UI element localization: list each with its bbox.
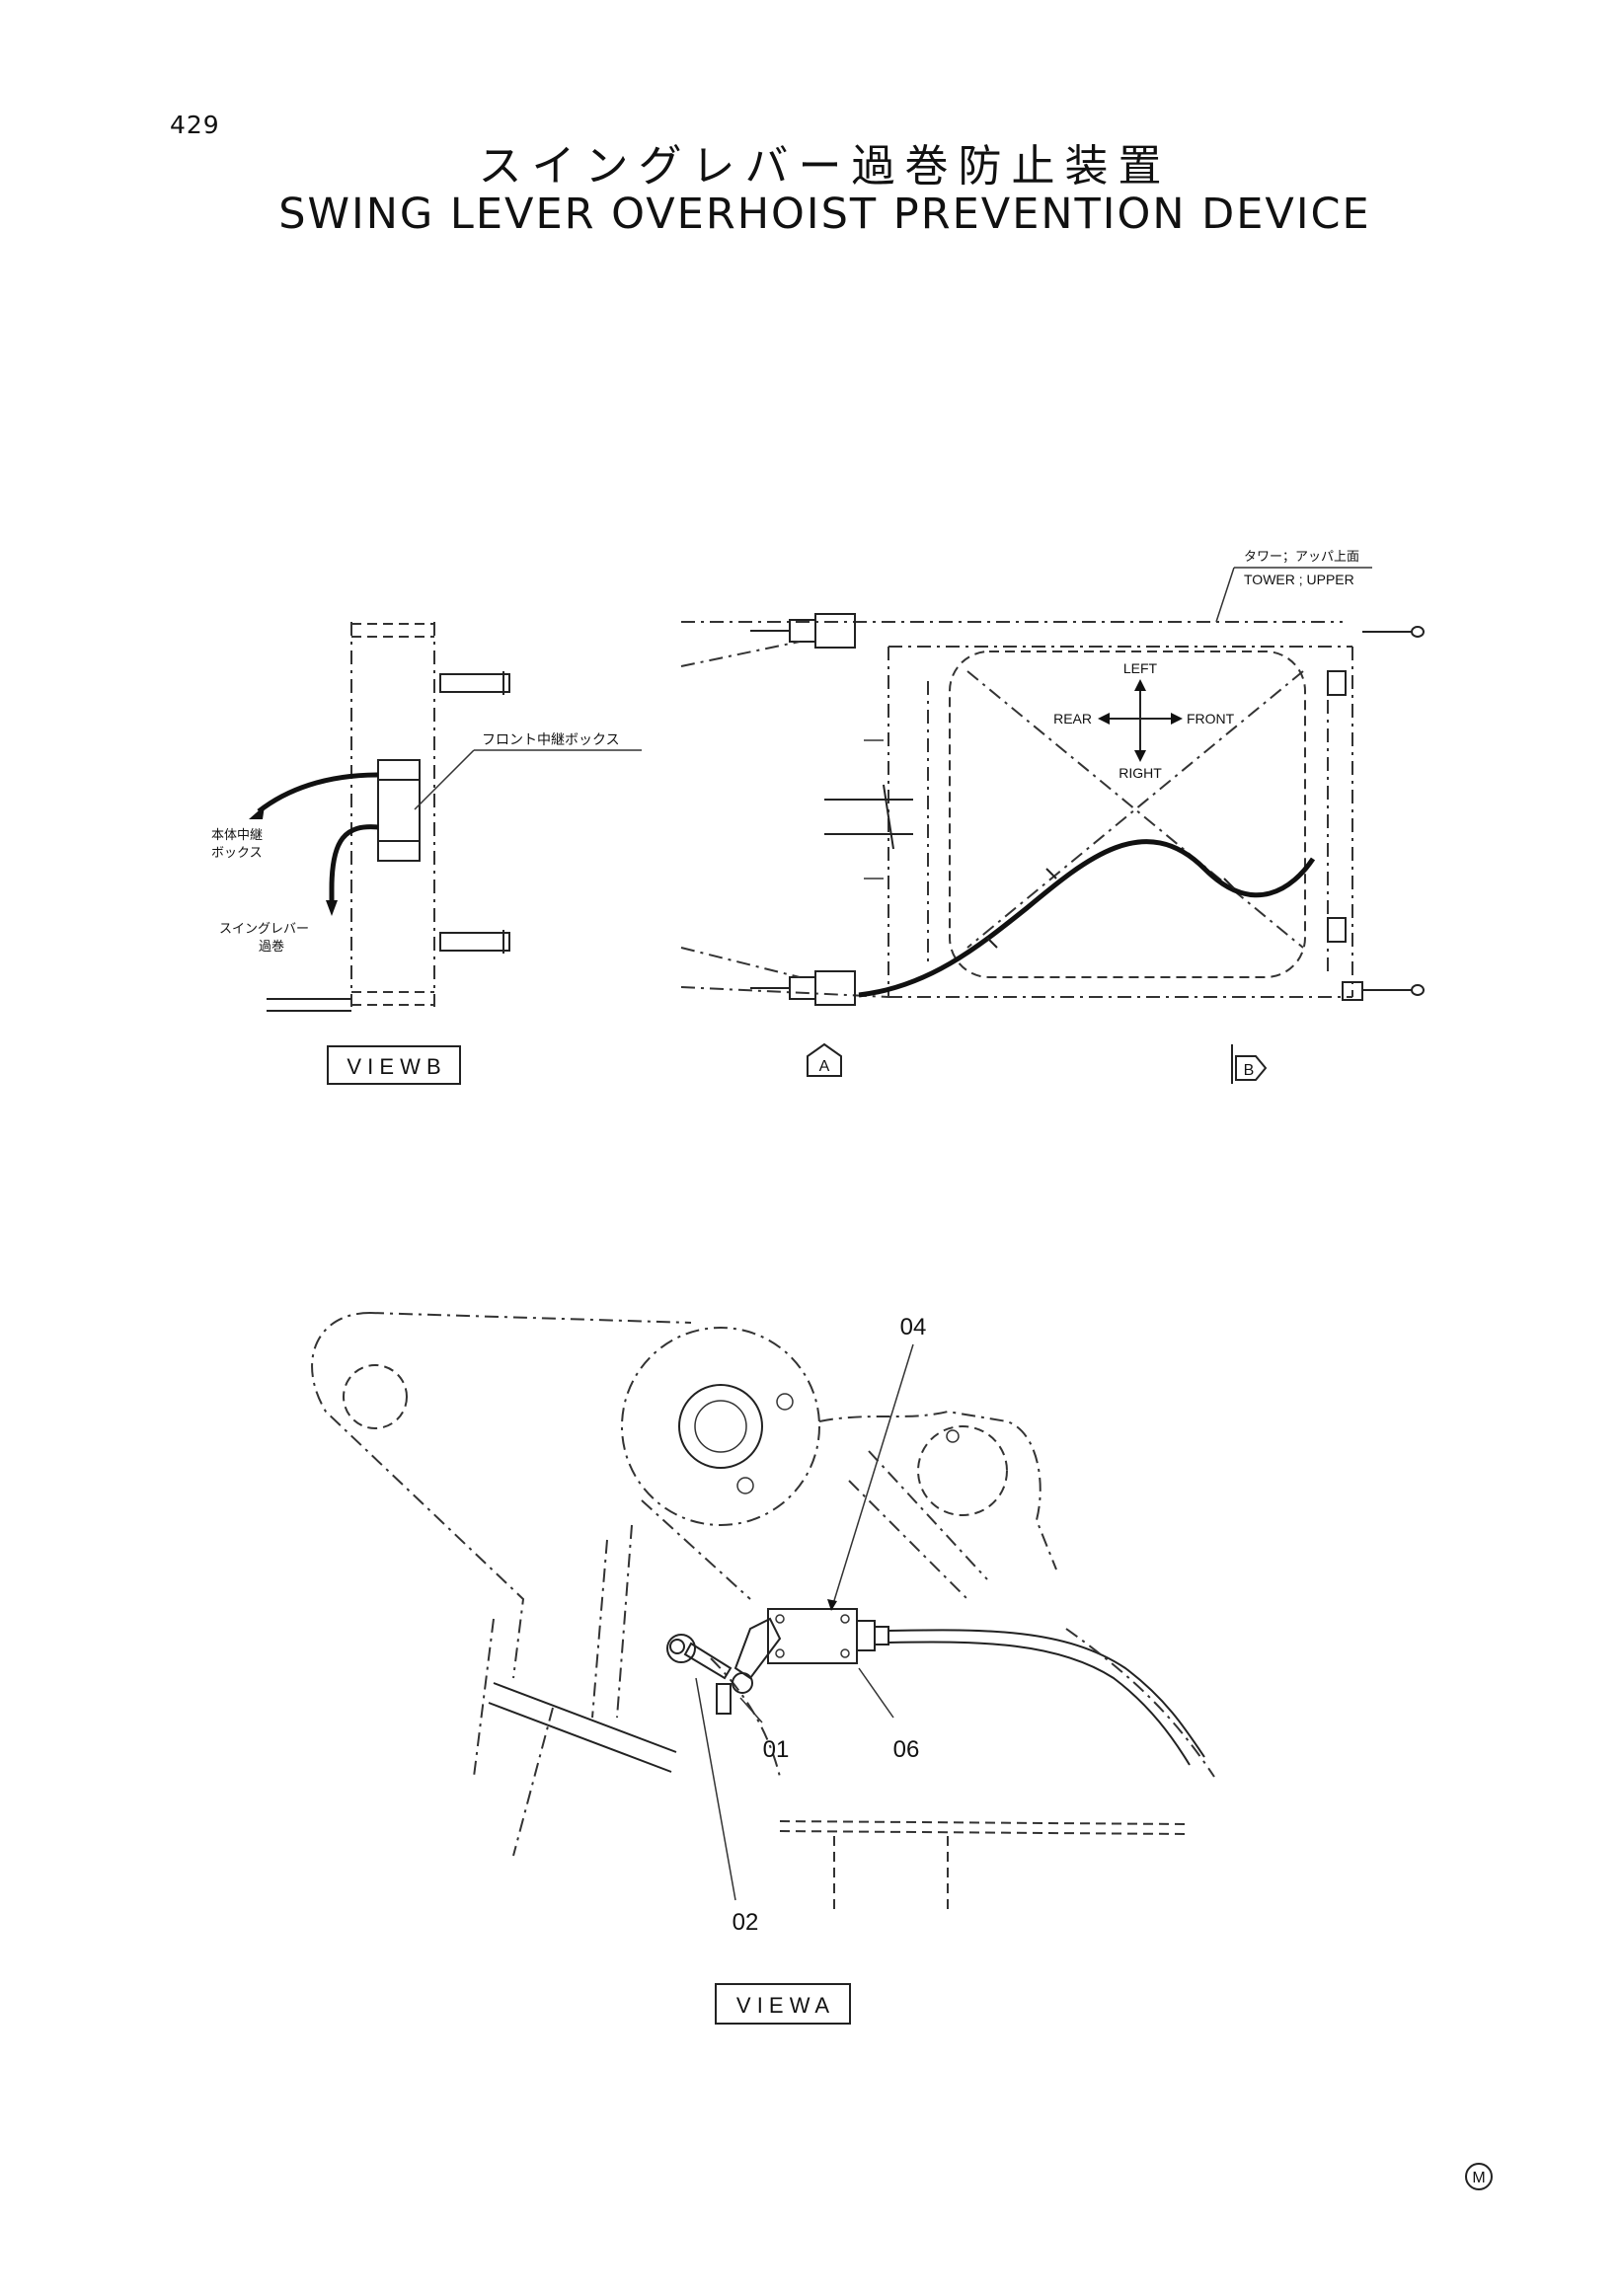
direction-rear-label: REAR xyxy=(1053,711,1092,727)
view-a-label-box xyxy=(715,1983,851,2025)
view-b-arrow-marker xyxy=(1231,1044,1268,1084)
page-title-english: SWING LEVER OVERHOIST PREVENTION DEVICE xyxy=(278,190,1371,239)
footer-mark-letter: M xyxy=(1472,2170,1485,2186)
view-a-label: V I E W A xyxy=(736,1993,829,2018)
direction-left-label: LEFT xyxy=(1123,660,1158,676)
view-a-marker-letter: A xyxy=(819,1058,830,1075)
view-a-arrow-marker xyxy=(807,1042,842,1077)
part-01-label: 01 xyxy=(763,1736,790,1763)
view-b-marker-letter: B xyxy=(1244,1062,1255,1079)
view-b-drawing xyxy=(249,622,642,1012)
direction-front-label: FRONT xyxy=(1187,711,1235,727)
view-b-label-box xyxy=(327,1045,461,1085)
callout-swing-lever-line1: スイングレバー xyxy=(219,922,309,937)
tower-label-japanese: タワー；アッパ上面 xyxy=(1244,550,1359,565)
direction-right-label: RIGHT xyxy=(1119,765,1162,781)
part-06-label: 06 xyxy=(893,1736,920,1763)
view-b-label: V I E W B xyxy=(347,1054,440,1079)
page-number: 429 xyxy=(170,111,220,139)
tower-label-english: TOWER ; UPPER xyxy=(1244,572,1354,587)
callout-body-relay-box-line2: ボックス xyxy=(211,846,263,861)
page-title-japanese: スイングレバー過巻防止装置 xyxy=(478,141,1172,191)
footer-circle-mark xyxy=(1465,2163,1493,2190)
tower-top-view-drawing xyxy=(680,567,1425,1006)
callout-swing-lever-line2: 過巻 xyxy=(259,940,284,955)
view-a-drawing xyxy=(311,1312,1215,1915)
part-04-label: 04 xyxy=(900,1314,927,1340)
callout-front-relay-box: フロント中継ボックス xyxy=(482,732,620,748)
part-02-label: 02 xyxy=(733,1909,759,1936)
callout-body-relay-box-line1: 本体中継 xyxy=(211,828,263,843)
